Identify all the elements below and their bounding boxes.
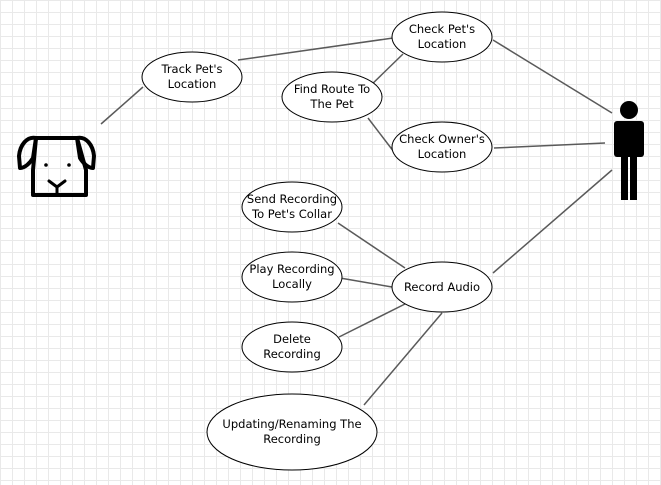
svg-text:Locally: Locally: [272, 277, 312, 291]
dog-icon: [17, 135, 96, 197]
svg-text:Recording: Recording: [263, 432, 321, 446]
svg-text:Location: Location: [418, 147, 467, 161]
svg-text:Location: Location: [418, 37, 467, 51]
person-icon: [614, 101, 644, 200]
use-case-check-pet-location: Check Pet's Location: [391, 11, 493, 63]
svg-text:Updating/Renaming The: Updating/Renaming The: [222, 417, 361, 431]
svg-text:Recording: Recording: [263, 347, 321, 361]
svg-text:Delete: Delete: [273, 332, 311, 346]
use-case-updating-recording: Updating/Renaming The Recording: [206, 393, 378, 471]
link-delete-record: [338, 302, 408, 338]
svg-text:Check Pet's: Check Pet's: [409, 22, 475, 36]
svg-text:Check Owner's: Check Owner's: [399, 132, 485, 146]
use-case-check-owner-location: Check Owner's Location: [391, 121, 493, 173]
link-findroute-checkowner: [367, 117, 395, 153]
use-case-send-recording: Send Recording To Pet's Collar: [241, 181, 343, 233]
svg-text:Find Route To: Find Route To: [294, 82, 370, 96]
use-case-find-route: Find Route To The Pet: [281, 71, 383, 123]
svg-text:Play Recording: Play Recording: [249, 262, 334, 276]
link-pet-track: [100, 86, 144, 125]
svg-text:The Pet: The Pet: [309, 97, 354, 111]
use-case-record-audio: Record Audio: [391, 261, 493, 313]
use-case-track-pet-location: Track Pet's Location: [141, 51, 243, 103]
svg-text:Track Pet's: Track Pet's: [160, 62, 222, 76]
use-case-delete-recording: Delete Recording: [241, 321, 343, 373]
link-updating-record: [363, 312, 443, 406]
svg-text:Record Audio: Record Audio: [404, 280, 480, 294]
link-checkpet-owner: [492, 39, 613, 114]
associations: [100, 37, 613, 406]
link-send-record: [337, 222, 406, 269]
svg-text:To Pet's Collar: To Pet's Collar: [251, 207, 332, 221]
link-record-owner: [492, 169, 613, 274]
use-case-play-recording: Play Recording Locally: [241, 251, 343, 303]
svg-text:Send Recording: Send Recording: [247, 192, 337, 206]
link-play-record: [339, 277, 393, 288]
link-checkowner-owner: [493, 142, 606, 149]
link-track-checkpet: [237, 37, 394, 61]
svg-text:Location: Location: [168, 77, 217, 91]
